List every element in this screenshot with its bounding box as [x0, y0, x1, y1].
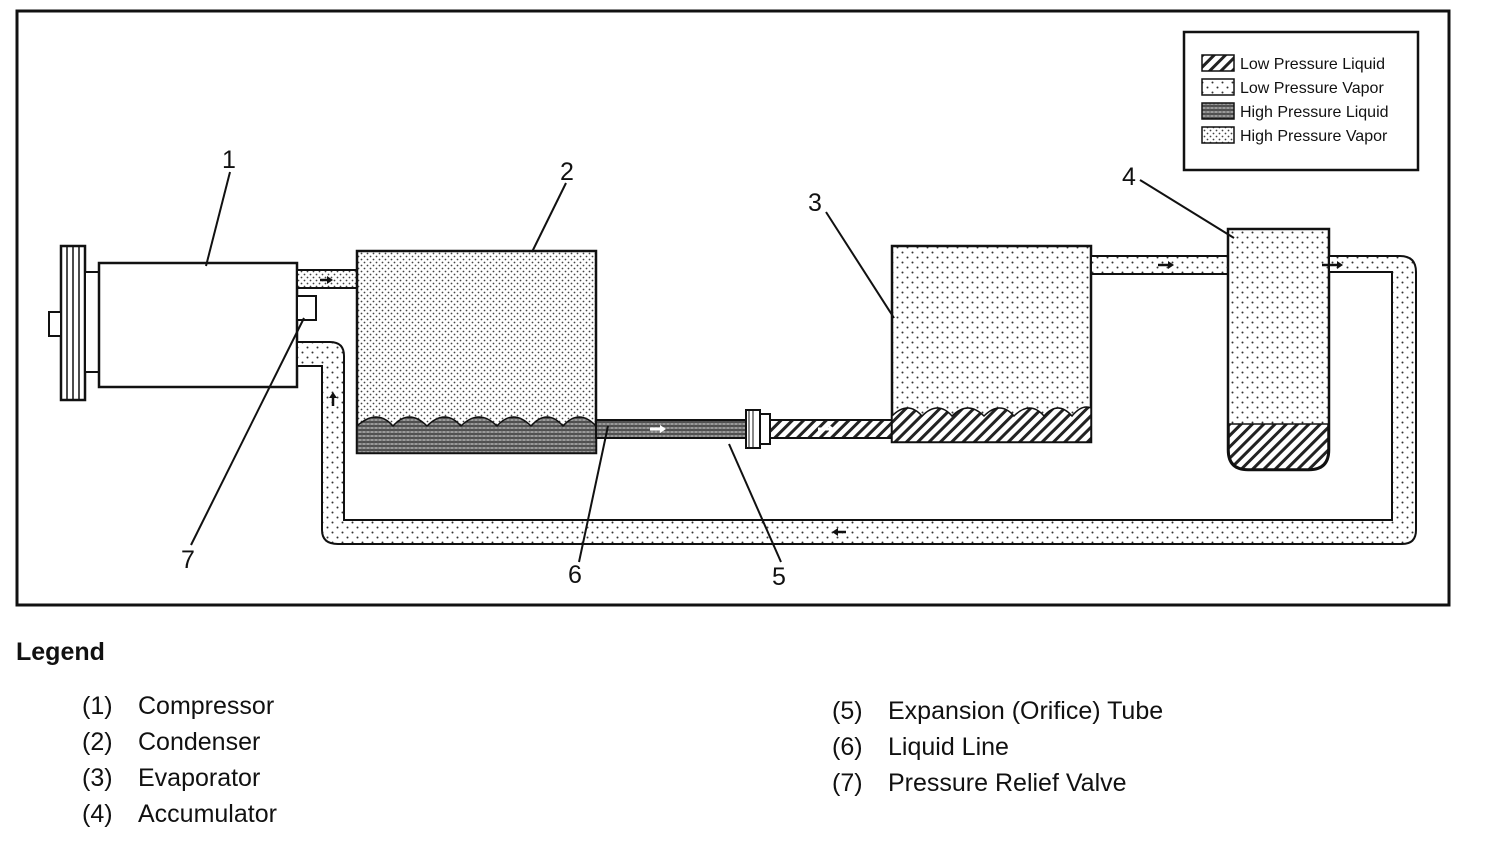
key-swatch-high-liquid [1201, 102, 1235, 120]
callout-2: 2 [560, 158, 574, 186]
liquid-line [595, 419, 747, 439]
legend-item: (7) Pressure Relief Valve [832, 765, 1163, 801]
callout-6: 6 [568, 561, 582, 589]
pressure-relief-valve [296, 295, 317, 321]
key-label-low-liquid: Low Pressure Liquid [1240, 56, 1385, 73]
legend-item-label: Expansion (Orifice) Tube [888, 696, 1164, 725]
diagram-frame [15, 9, 1451, 607]
compressor-body [97, 261, 299, 389]
ac-refrigerant-cycle-diagram: Low Pressure Liquid Low Pressure Vapor H… [15, 9, 1451, 607]
legend-item-label: Evaporator [138, 763, 261, 792]
key-swatch-high-vapor [1201, 126, 1235, 144]
callout-4: 4 [1122, 163, 1136, 191]
legend-item-number: (6) [832, 732, 863, 761]
legend-item-label: Accumulator [138, 799, 277, 828]
legend-item-number: (5) [832, 696, 863, 725]
legend-item-number: (3) [82, 763, 113, 792]
key-label-high-vapor: High Pressure Vapor [1240, 128, 1388, 145]
legend-item: (6) Liquid Line [832, 729, 1163, 765]
callout-7: 7 [181, 546, 195, 574]
compressor [48, 244, 317, 402]
legend-item: (3) Evaporator [82, 760, 277, 796]
callout-1: 1 [222, 146, 236, 174]
leader-lines [190, 171, 1235, 563]
legend-item-number: (2) [82, 727, 113, 756]
legend-item: (5) Expansion (Orifice) Tube [832, 693, 1163, 729]
legend-title: Legend [16, 638, 105, 666]
legend-item-number: (1) [82, 691, 113, 720]
legend-item-label: Compressor [138, 691, 275, 720]
legend-item-number: (4) [82, 799, 113, 828]
legend-item: (1) Compressor [82, 688, 277, 724]
key-swatch-low-vapor [1201, 78, 1235, 96]
pressure-key: Low Pressure Liquid Low Pressure Vapor H… [1182, 30, 1420, 172]
callout-5: 5 [772, 563, 786, 591]
accumulator [1226, 227, 1331, 472]
legend-item-number: (7) [832, 768, 863, 797]
callout-3: 3 [808, 189, 822, 217]
legend-column-right: (5) Expansion (Orifice) Tube (6) Liquid … [832, 693, 1163, 801]
legend-item: (4) Accumulator [82, 796, 277, 832]
legend-item: (2) Condenser [82, 724, 277, 760]
legend-item-label: Condenser [138, 727, 261, 756]
key-label-low-vapor: Low Pressure Vapor [1240, 80, 1384, 97]
legend-item-label: Pressure Relief Valve [888, 768, 1127, 797]
legend-item-label: Liquid Line [888, 732, 1009, 761]
condenser [355, 249, 598, 455]
key-swatch-low-liquid [1201, 54, 1235, 72]
expansion-orifice-tube [745, 409, 771, 449]
suction-line [296, 255, 1417, 545]
evaporator [890, 244, 1093, 444]
legend-column-left: (1) Compressor (2) Condenser (3) Evapora… [82, 688, 277, 832]
key-label-high-liquid: High Pressure Liquid [1240, 104, 1389, 121]
